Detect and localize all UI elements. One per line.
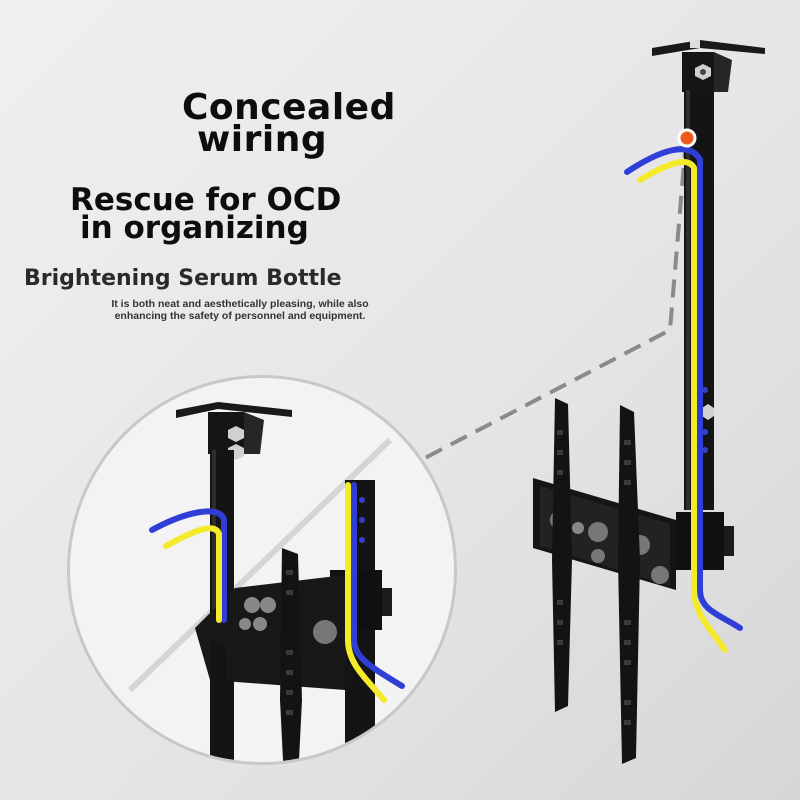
cable-blue [624,146,743,631]
cable-yellow [163,525,222,623]
headline-line-4: in organizing [80,210,309,246]
cable-blue [149,508,227,623]
ceiling-bracket-icon [176,402,292,418]
headline-line-2: wiring [197,119,328,160]
orange-marker-dot [677,128,697,148]
product-subtitle: Brightening Serum Bottle [24,266,342,291]
tv-mount-main [533,40,765,764]
ceiling-bracket-icon [652,40,765,56]
cable-yellow [345,482,387,703]
dashed-connector [424,139,688,460]
zoom-circle [67,375,457,765]
cable-yellow [637,159,728,653]
description-line-2: enhancing the safety of personnel and eq… [114,310,366,322]
description: It is both neat and aesthetically pleasi… [60,298,420,322]
description-line-1: It is both neat and aesthetically pleasi… [111,298,369,310]
cable-blue [351,482,405,689]
headline-line-3: Rescue for OCD [70,182,342,218]
headline-line-1: Concealed [182,87,396,128]
